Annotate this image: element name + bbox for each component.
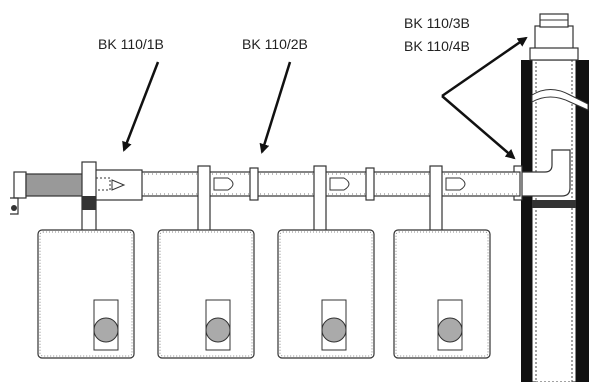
boiler-1 (37, 229, 135, 359)
label-bk-110-2b: BK 110/2B (242, 36, 308, 52)
label-bk-110-3b: BK 110/3B (404, 15, 470, 31)
terminal-end (10, 169, 143, 215)
boiler-3 (277, 229, 375, 359)
boiler-4 (393, 229, 491, 359)
boiler-2-connection (197, 165, 234, 233)
arrow-bk-110-3b (441, 36, 528, 98)
label-bk-110-4b: BK 110/4B (404, 38, 470, 54)
arrow-bk-110-4b (441, 95, 516, 160)
arrow-bk-110-2b (259, 61, 292, 154)
boiler-2 (157, 229, 255, 359)
boiler-1-connection (81, 161, 97, 233)
boiler-3-connection (313, 165, 350, 233)
callout-arrows (122, 36, 528, 160)
boiler-4-connection (429, 165, 466, 233)
label-bk-110-1b: BK 110/1B (98, 36, 164, 52)
arrow-bk-110-1b (122, 61, 160, 152)
chimney (521, 13, 589, 382)
